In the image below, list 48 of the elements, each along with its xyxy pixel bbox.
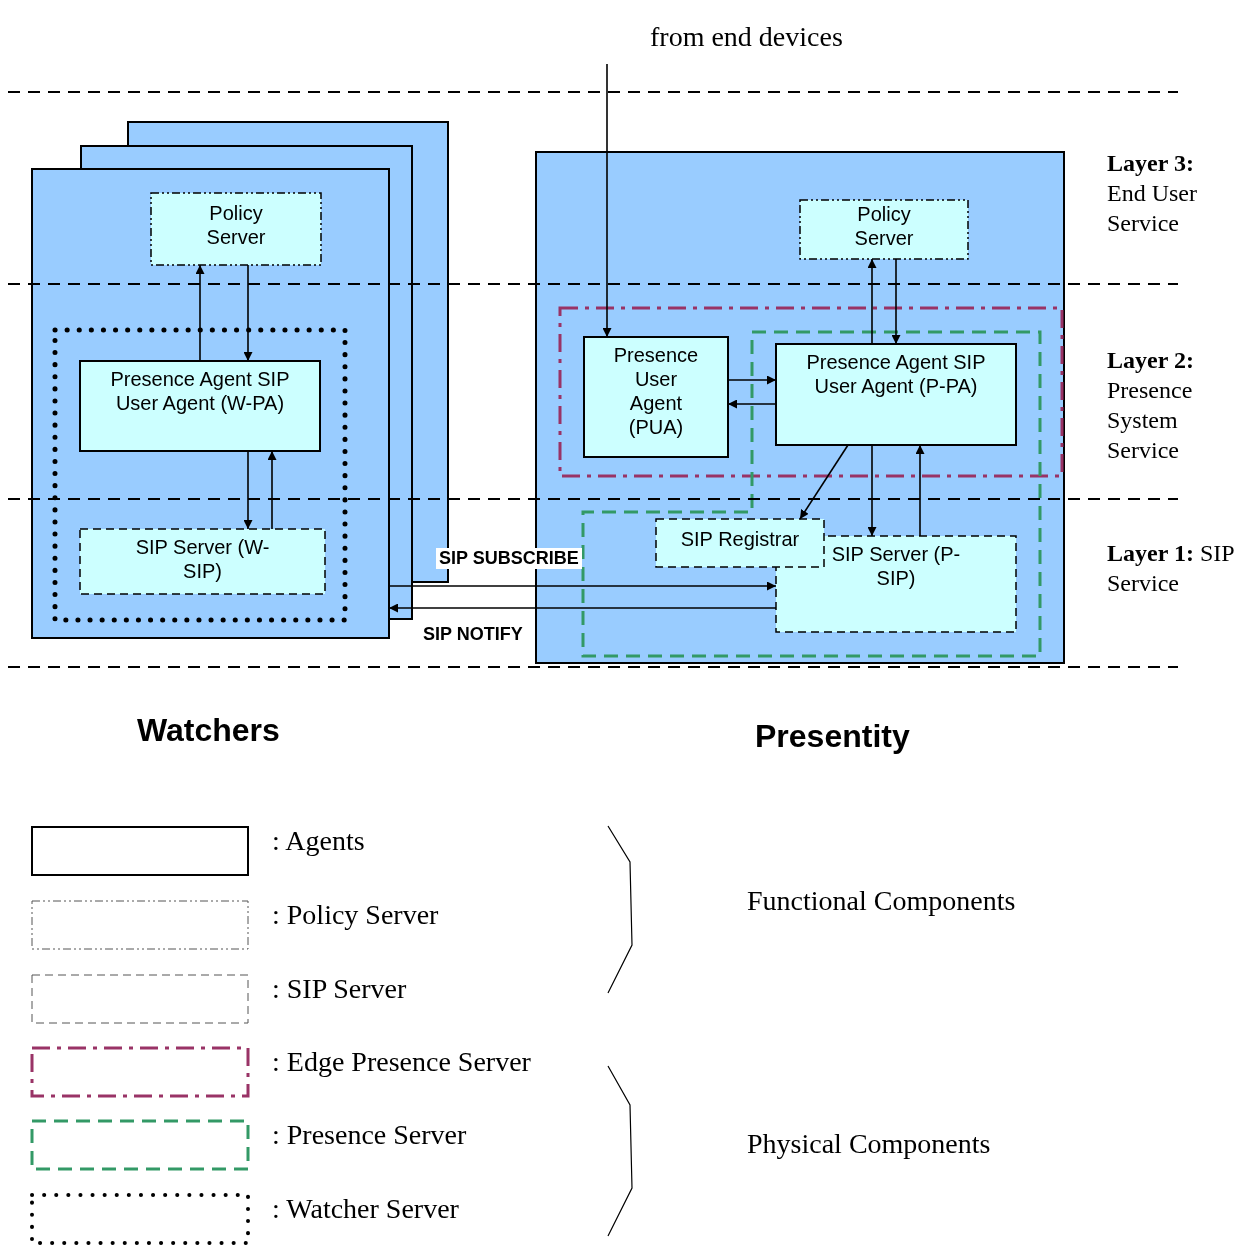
arrow <box>195 264 205 362</box>
group-label: Functional Components <box>747 885 1016 917</box>
edge-presence-server-boundary <box>560 308 1062 476</box>
layer-label: Layer 1: SIP Service <box>1107 539 1235 598</box>
box-label: SIP Server (P-SIP) <box>830 542 962 590</box>
presence-server-boundary <box>583 332 1040 656</box>
arrow <box>267 450 277 530</box>
agent-box <box>776 344 1016 445</box>
arrow <box>891 258 901 345</box>
box-label: Policy Server <box>205 201 267 249</box>
layer-label: Layer 3: End User Service <box>1107 149 1198 238</box>
legend-label: : Policy Server <box>272 899 439 931</box>
watcher-server-boundary <box>55 330 345 620</box>
agent-box <box>80 361 320 451</box>
arrow <box>388 581 777 591</box>
arrow <box>799 444 849 520</box>
agent-box <box>584 337 728 457</box>
section-heading: Presentity <box>755 718 910 755</box>
box-label: SIP Server (W-SIP) <box>134 535 271 583</box>
arrow <box>388 603 777 613</box>
legend-label: : Watcher Server <box>272 1193 459 1225</box>
edge-label: SIP SUBSCRIBE <box>436 548 582 569</box>
legend-label: : Agents <box>272 825 365 857</box>
arrow <box>915 444 925 537</box>
box-label: Policy Server <box>853 202 915 250</box>
box-label: Presence Agent SIP User Agent (P-PA) <box>806 350 986 398</box>
arrow <box>602 63 612 338</box>
arrow <box>867 444 877 537</box>
layer-label: Layer 2: Presence System Service <box>1107 346 1195 465</box>
arrow <box>727 375 777 385</box>
annotation-label: from end devices <box>650 20 843 54</box>
arrow <box>243 264 253 362</box>
arrow <box>727 399 777 409</box>
policy-server-box <box>151 193 321 265</box>
legend-label: : Presence Server <box>272 1119 467 1151</box>
legend-label: : SIP Server <box>272 973 407 1005</box>
legend-label: : Edge Presence Server <box>272 1046 531 1078</box>
sip-registrar-box <box>656 519 824 567</box>
policy-server-box <box>800 200 968 259</box>
section-heading: Watchers <box>137 712 280 749</box>
box-label: SIP Registrar <box>680 527 800 551</box>
arrow <box>867 258 877 345</box>
box-label: Presence User Agent (PUA) <box>612 343 700 439</box>
arrow <box>243 450 253 530</box>
sip-server-box <box>80 529 325 594</box>
box-label: Presence Agent SIP User Agent (W-PA) <box>110 367 290 415</box>
group-label: Physical Components <box>747 1128 991 1160</box>
watcher-card <box>32 169 389 638</box>
